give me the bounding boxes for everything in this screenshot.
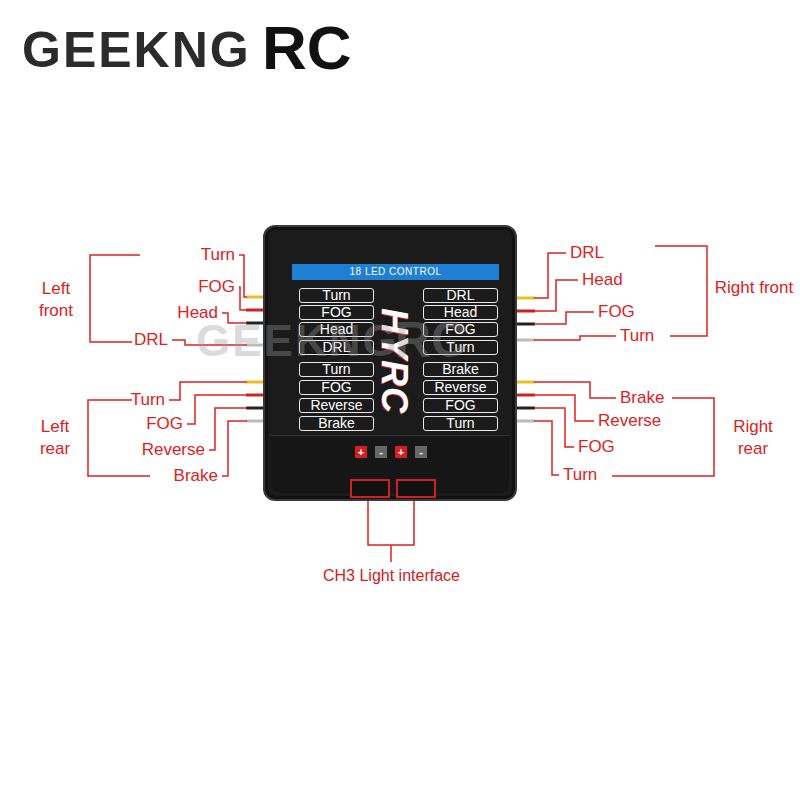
channel-box: DRL (423, 288, 498, 303)
group-label: Left front (28, 278, 84, 322)
channel-box: Reverse (423, 380, 498, 395)
title-band: 18 LED CONTROL (292, 264, 499, 280)
channel-callout: FOG (146, 414, 183, 434)
group-label: Right rear (720, 416, 786, 460)
channel-box: Brake (299, 416, 374, 431)
channel-callout: Reverse (598, 411, 661, 431)
channel-name: Turn (446, 415, 474, 431)
channel-name: DRL (446, 287, 474, 303)
channel-box: FOG (299, 380, 374, 395)
channel-name: FOG (445, 397, 475, 413)
channel-callout: Head (177, 303, 218, 323)
channel-callout: Turn (201, 245, 235, 265)
channel-callout: Reverse (142, 440, 205, 460)
ch3-plug (396, 479, 436, 498)
polarity-mark: + (395, 446, 407, 458)
channel-callout: Turn (563, 465, 597, 485)
channel-name: Brake (318, 415, 355, 431)
group-label: Right front (714, 277, 794, 299)
ch3-plug (350, 479, 390, 498)
watermark: GEEKNG (196, 314, 399, 367)
channel-callout: DRL (134, 330, 168, 350)
band-title: 18 LED CONTROL (349, 266, 441, 277)
channel-callout: FOG (598, 302, 635, 322)
channel-callout: Brake (174, 466, 218, 486)
channel-callout: Turn (620, 326, 654, 346)
channel-name: Turn (322, 287, 350, 303)
channel-box: Turn (423, 416, 498, 431)
polarity-mark: - (375, 446, 387, 458)
channel-callout: Turn (131, 390, 165, 410)
channel-box: Reverse (299, 398, 374, 413)
channel-callout: FOG (578, 437, 615, 457)
channel-callout: DRL (570, 243, 604, 263)
channel-name: Reverse (310, 397, 362, 413)
channel-callout: FOG (198, 277, 235, 297)
brand-logo: RC (262, 11, 352, 85)
channel-name: Reverse (434, 379, 486, 395)
channel-box: FOG (423, 398, 498, 413)
polarity-mark: - (415, 446, 427, 458)
group-label: Left rear (28, 416, 82, 460)
channel-callout: Head (582, 270, 623, 290)
lower-panel (271, 435, 509, 493)
watermark: RC (395, 310, 467, 370)
interface-label: CH3 Light interface (323, 566, 460, 585)
channel-box: Turn (299, 288, 374, 303)
channel-callout: Brake (620, 388, 664, 408)
channel-name: FOG (321, 379, 351, 395)
polarity-mark: + (355, 446, 367, 458)
brand-logo: GEEKNG (22, 20, 251, 80)
